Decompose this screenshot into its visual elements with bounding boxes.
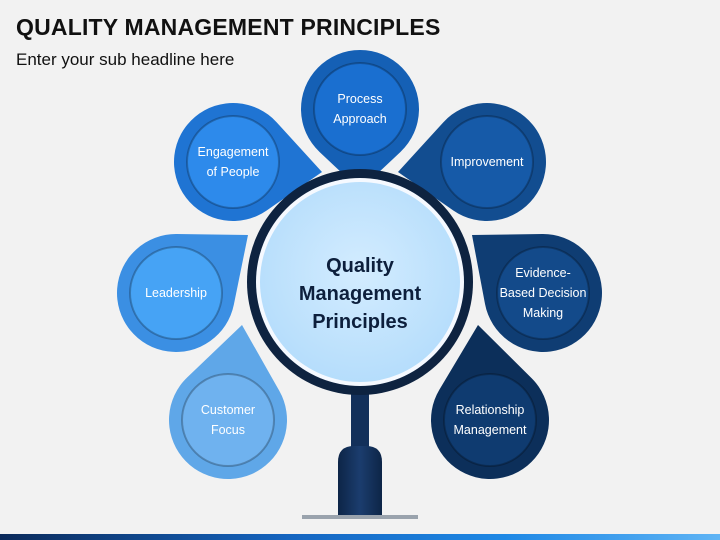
petal-label: Engagement bbox=[198, 145, 269, 159]
petal-inner-circle bbox=[443, 373, 537, 467]
petal-label: Relationship bbox=[456, 403, 525, 417]
magnifier-handle bbox=[302, 390, 418, 519]
petal-leadership: Leadership bbox=[116, 233, 248, 352]
petal-label: Customer bbox=[201, 403, 255, 417]
petal-label: Making bbox=[523, 306, 563, 320]
petal-inner-circle bbox=[313, 62, 407, 156]
petal-inner-circle bbox=[129, 246, 223, 340]
magnifier-lens: Quality Management Principles bbox=[247, 169, 473, 395]
footer-accent-bar bbox=[0, 534, 720, 540]
petal-label: Improvement bbox=[451, 155, 524, 169]
center-title-line-2: Management bbox=[299, 283, 422, 305]
petal-label: Leadership bbox=[145, 286, 207, 300]
petal-label: Focus bbox=[211, 423, 245, 437]
page-subtitle: Enter your sub headline here bbox=[16, 50, 235, 69]
petal-improvement: Improvement bbox=[398, 103, 546, 221]
petal-engagement-of-people: Engagement of People bbox=[174, 103, 322, 222]
petal-label: of People bbox=[207, 165, 260, 179]
petal-label: Evidence- bbox=[515, 266, 571, 280]
petal-inner-circle bbox=[440, 115, 534, 209]
center-title-line-1: Quality bbox=[326, 255, 395, 277]
petal-inner-circle bbox=[496, 246, 590, 340]
page-title: QUALITY MANAGEMENT PRINCIPLES bbox=[16, 14, 441, 40]
petal-label: Process bbox=[337, 92, 382, 106]
petal-label: Approach bbox=[333, 112, 387, 126]
petal-label: Management bbox=[454, 423, 527, 437]
petal-label: Based Decision bbox=[500, 286, 587, 300]
petal-inner-circle bbox=[186, 115, 280, 209]
center-title-line-3: Principles bbox=[312, 311, 408, 333]
petal-inner-circle bbox=[181, 373, 275, 467]
